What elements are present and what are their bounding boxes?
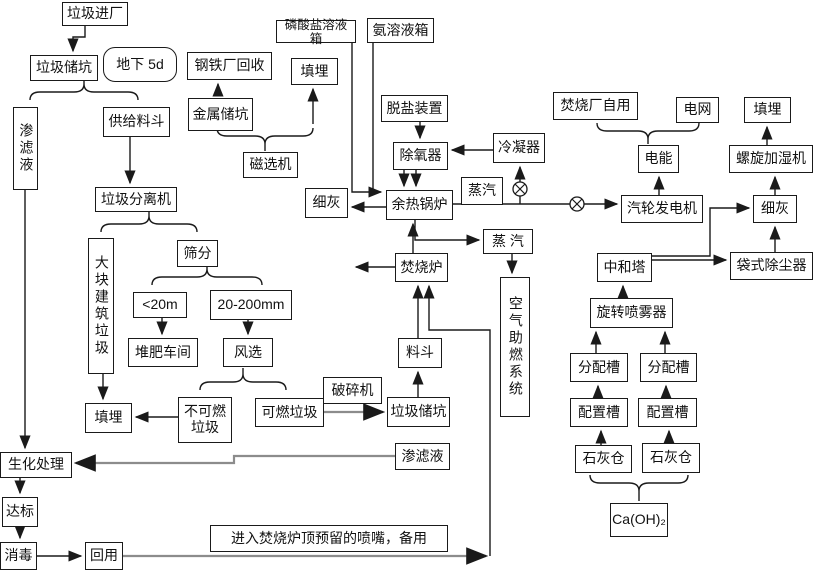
- node-size-20-200mm: 20-200mm: [210, 290, 292, 320]
- node-feed-hopper: 供给料斗: [103, 107, 170, 137]
- brace-connector: [216, 127, 314, 145]
- node-waste-heat-boiler: 余热锅炉: [386, 190, 453, 220]
- brace-connector: [151, 268, 263, 286]
- node-condenser: 冷凝器: [493, 133, 545, 163]
- node-combustible: 可燃垃圾: [255, 398, 324, 427]
- node-incinerator: 焚烧炉: [395, 253, 448, 282]
- node-hopper: 料斗: [398, 338, 442, 368]
- node-deaerator: 除氧器: [393, 142, 448, 170]
- node-landfill-2: 填埋: [744, 97, 791, 123]
- brace-connector: [199, 373, 287, 391]
- valve-icon: [512, 181, 528, 197]
- flow-connector: [414, 220, 481, 246]
- brace-connector: [596, 122, 700, 140]
- node-bag-filter: 袋式除尘器: [730, 252, 813, 280]
- node-plant-self-use: 焚烧厂自用: [553, 92, 638, 120]
- valve-icon: [569, 196, 585, 212]
- node-waste-entry: 垃圾进厂: [62, 2, 128, 26]
- node-leachate-1: 渗滤液: [13, 107, 38, 190]
- node-screw-humidifier: 螺旋加湿机: [729, 145, 813, 173]
- node-electric-energy: 电能: [638, 145, 679, 173]
- node-steam-2: 蒸 汽: [483, 229, 533, 254]
- node-turbine-generator: 汽轮发电机: [621, 195, 703, 223]
- node-phosphate-tank: 磷酸盐溶液箱: [276, 18, 356, 46]
- node-air-combustion-system: 空气助燃系统: [500, 277, 530, 417]
- node-fine-ash-1: 细灰: [305, 188, 348, 218]
- node-rotary-atomizer: 旋转喷雾器: [590, 298, 673, 328]
- brace-connector: [589, 474, 689, 492]
- node-power-grid: 电网: [676, 97, 719, 123]
- node-lime-silo-1: 石灰仓: [575, 445, 632, 473]
- flow-connector: [423, 284, 491, 556]
- node-distribution-tank-2: 分配槽: [640, 353, 697, 382]
- node-preparation-tank-2: 配置槽: [638, 398, 697, 427]
- node-magnetic-separator: 磁选机: [243, 152, 298, 178]
- node-crusher: 破碎机: [323, 377, 382, 404]
- node-nozzle-note: 进入焚烧炉顶预留的喷嘴，备用: [210, 525, 448, 552]
- flow-connector: [67, 25, 86, 53]
- node-preparation-tank-1: 配置槽: [570, 398, 628, 427]
- node-leachate-2: 渗滤液: [395, 443, 450, 470]
- node-reuse: 回用: [85, 542, 123, 570]
- node-waste-pit-2: 垃圾储坑: [387, 397, 450, 427]
- node-bulky-construction-waste: 大块建筑垃圾: [88, 238, 114, 374]
- node-distribution-tank-1: 分配槽: [570, 353, 628, 382]
- node-screening: 筛分: [177, 240, 218, 267]
- node-disinfection: 消毒: [0, 542, 37, 570]
- node-waste-separator: 垃圾分离机: [95, 187, 177, 212]
- node-reach-standard: 达标: [2, 497, 38, 527]
- flow-connector: [351, 43, 383, 198]
- node-biochemical-treatment: 生化处理: [0, 452, 72, 478]
- node-ca-oh-2: Ca(OH)₂: [610, 503, 668, 537]
- node-fine-ash-2: 细灰: [753, 195, 797, 223]
- node-non-combustible: 不可燃垃圾: [178, 397, 232, 443]
- brace-connector: [100, 215, 198, 233]
- node-underground-5d: 地下 5d: [103, 47, 177, 82]
- node-steel-plant-recycle: 钢铁厂回收: [187, 52, 272, 80]
- node-lt-20m: <20m: [133, 292, 187, 318]
- node-waste-pit-1: 垃圾储坑: [30, 55, 98, 81]
- node-neutralization-tower: 中和塔: [597, 253, 652, 282]
- flow-connector: [652, 202, 751, 257]
- node-steam-1: 蒸汽: [461, 177, 503, 205]
- brace-connector: [29, 83, 139, 101]
- node-ammonia-tank: 氨溶液箱: [367, 18, 434, 43]
- node-landfill-1: 填埋: [291, 58, 338, 85]
- node-air-classifier: 风选: [223, 338, 273, 367]
- node-desalination: 脱盐装置: [381, 95, 448, 122]
- node-lime-silo-2: 石灰仓: [642, 443, 700, 473]
- node-compost-workshop: 堆肥车间: [128, 338, 198, 367]
- flow-connector: [73, 454, 395, 472]
- node-metal-pit: 金属储坑: [188, 98, 253, 131]
- node-landfill-3: 填埋: [85, 403, 132, 433]
